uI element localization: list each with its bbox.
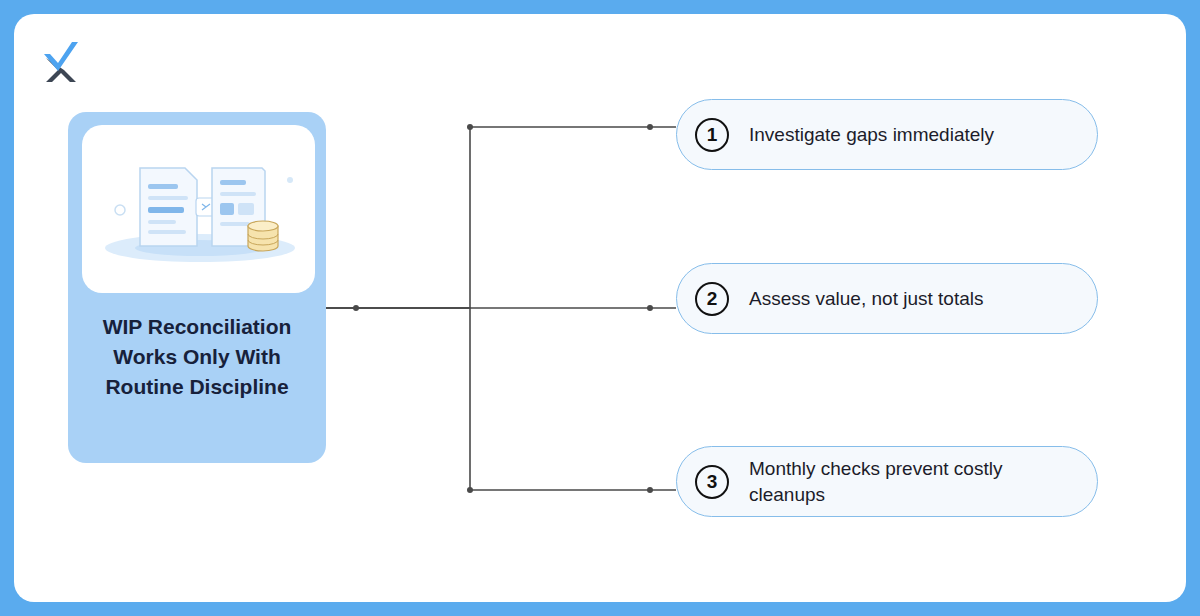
step-number: 1: [695, 118, 729, 152]
step-number: 2: [695, 282, 729, 316]
connector-line: [326, 127, 676, 308]
illustration: [82, 125, 315, 293]
step-number: 3: [695, 465, 729, 499]
step-text: Investigate gaps immediately: [749, 122, 1079, 148]
step-text: Assess value, not just totals: [749, 286, 1079, 312]
step-pill: 3 Monthly checks prevent costly cleanups: [676, 446, 1098, 517]
connector-line: [326, 308, 676, 490]
topic-box: WIP Reconciliation Works Only With Routi…: [68, 112, 326, 463]
step-pill: 1 Investigate gaps immediately: [676, 99, 1098, 170]
step-text: Monthly checks prevent costly cleanups: [749, 456, 1079, 508]
junction-dots: [353, 124, 653, 493]
topic-title: WIP Reconciliation Works Only With Routi…: [87, 312, 307, 402]
logo: [44, 42, 78, 82]
step-pill: 2 Assess value, not just totals: [676, 263, 1098, 334]
